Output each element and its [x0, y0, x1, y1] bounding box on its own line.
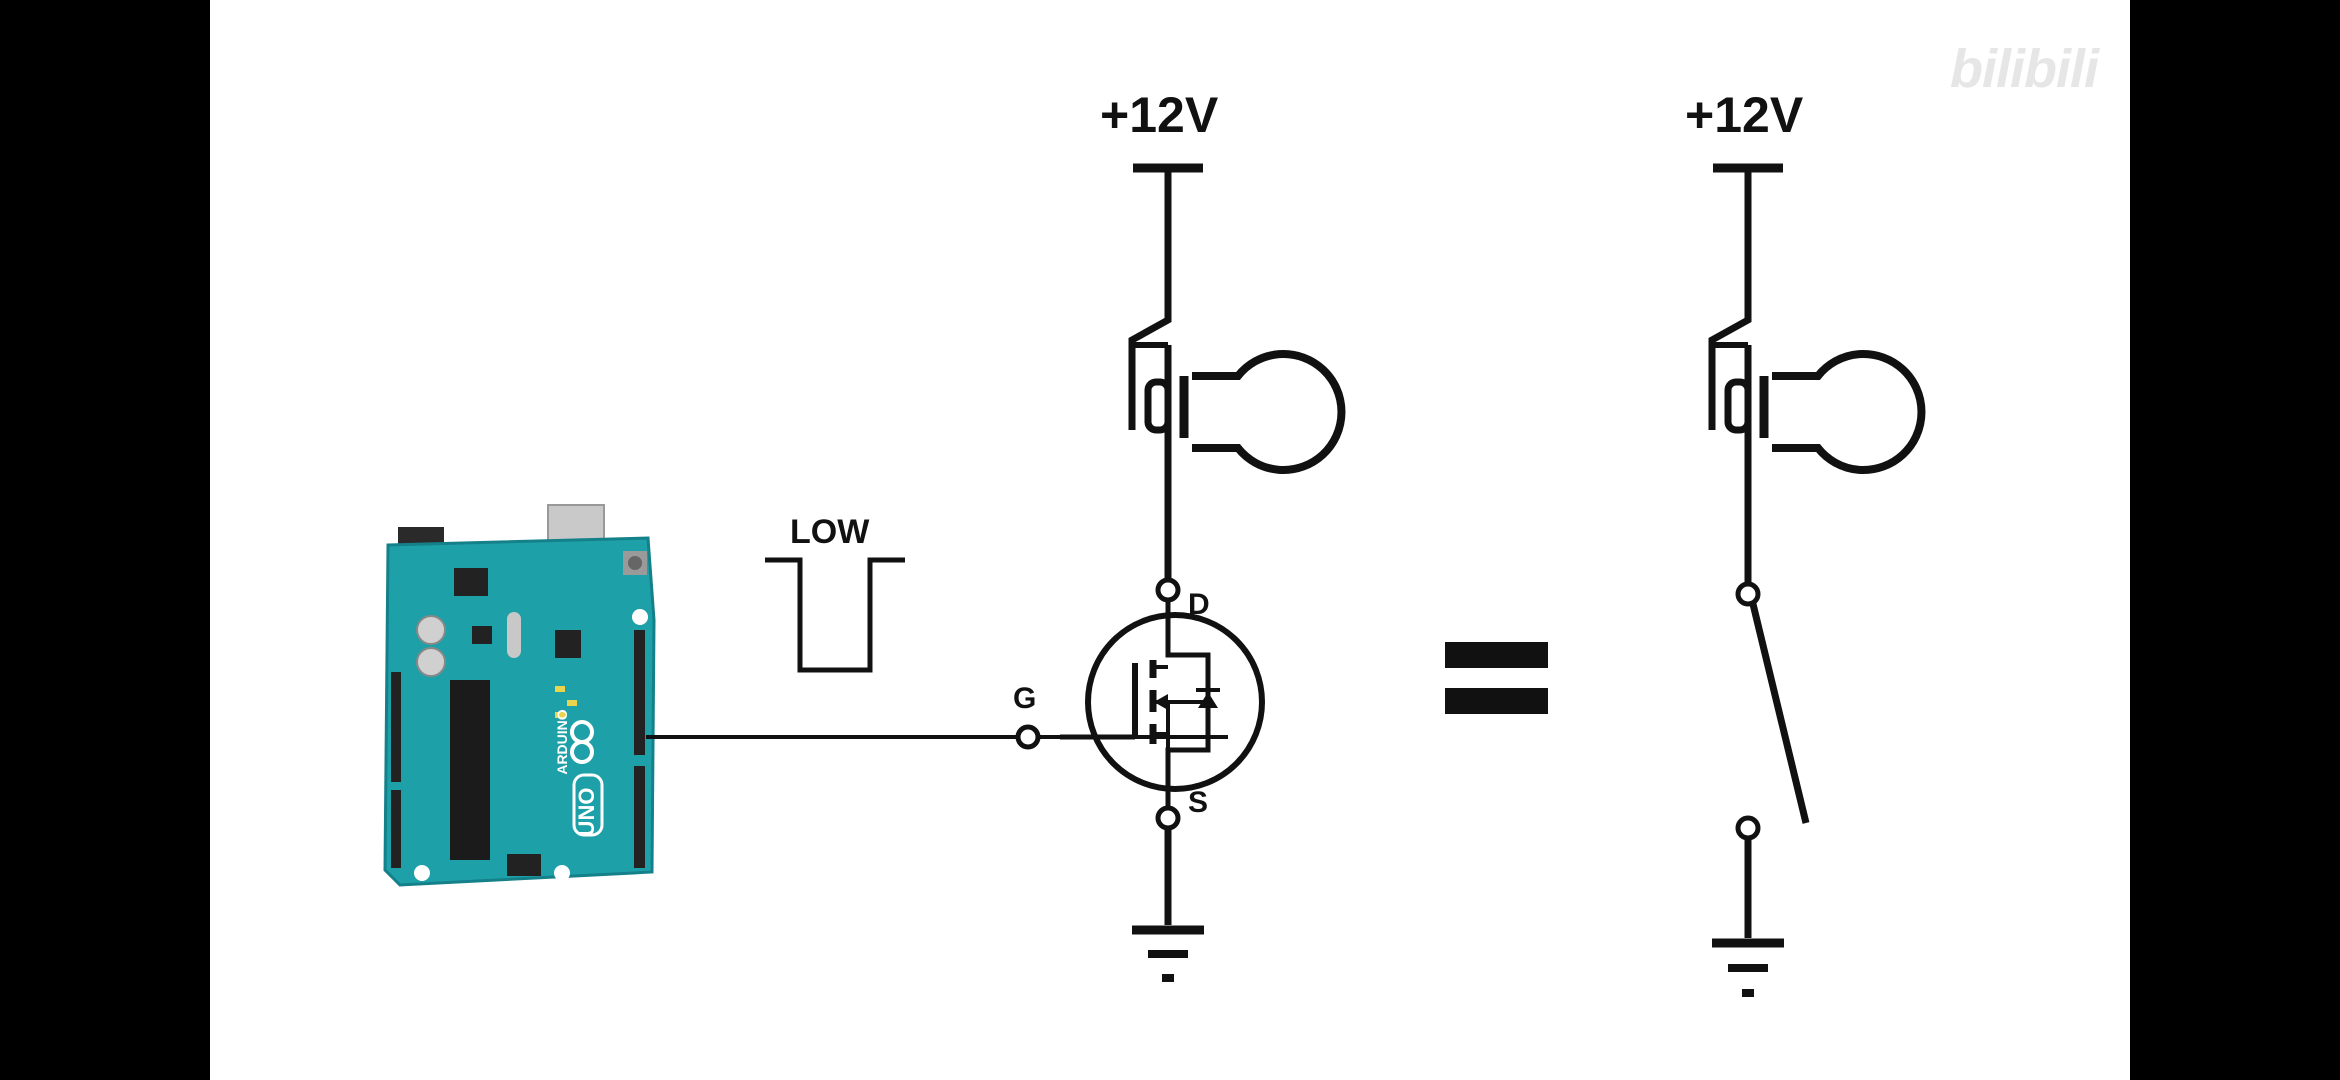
low-pulse-waveform	[765, 557, 905, 673]
arduino-board	[383, 504, 656, 887]
equals-sign	[1445, 642, 1548, 714]
switch-circuit	[1708, 163, 1926, 997]
source-label: S	[1188, 786, 1209, 819]
low-signal-label: LOW	[790, 513, 870, 551]
bilibili-watermark: bilibili	[1950, 39, 2099, 99]
drain-label: D	[1188, 588, 1210, 621]
left-supply-label: +12V	[1100, 87, 1219, 143]
right-supply-label: +12V	[1685, 87, 1804, 143]
arduino-uno-text: UNO	[574, 788, 599, 837]
gate-terminal	[1015, 724, 1041, 750]
mosfet-circuit	[1085, 163, 1346, 982]
arduino-brand-text: ARDUINO	[554, 709, 570, 774]
gate-label: G	[1013, 682, 1037, 715]
circuit-diagram: UNO ARDUINO	[383, 163, 1926, 997]
diagram-canvas: UNO ARDUINO	[210, 0, 2130, 1080]
